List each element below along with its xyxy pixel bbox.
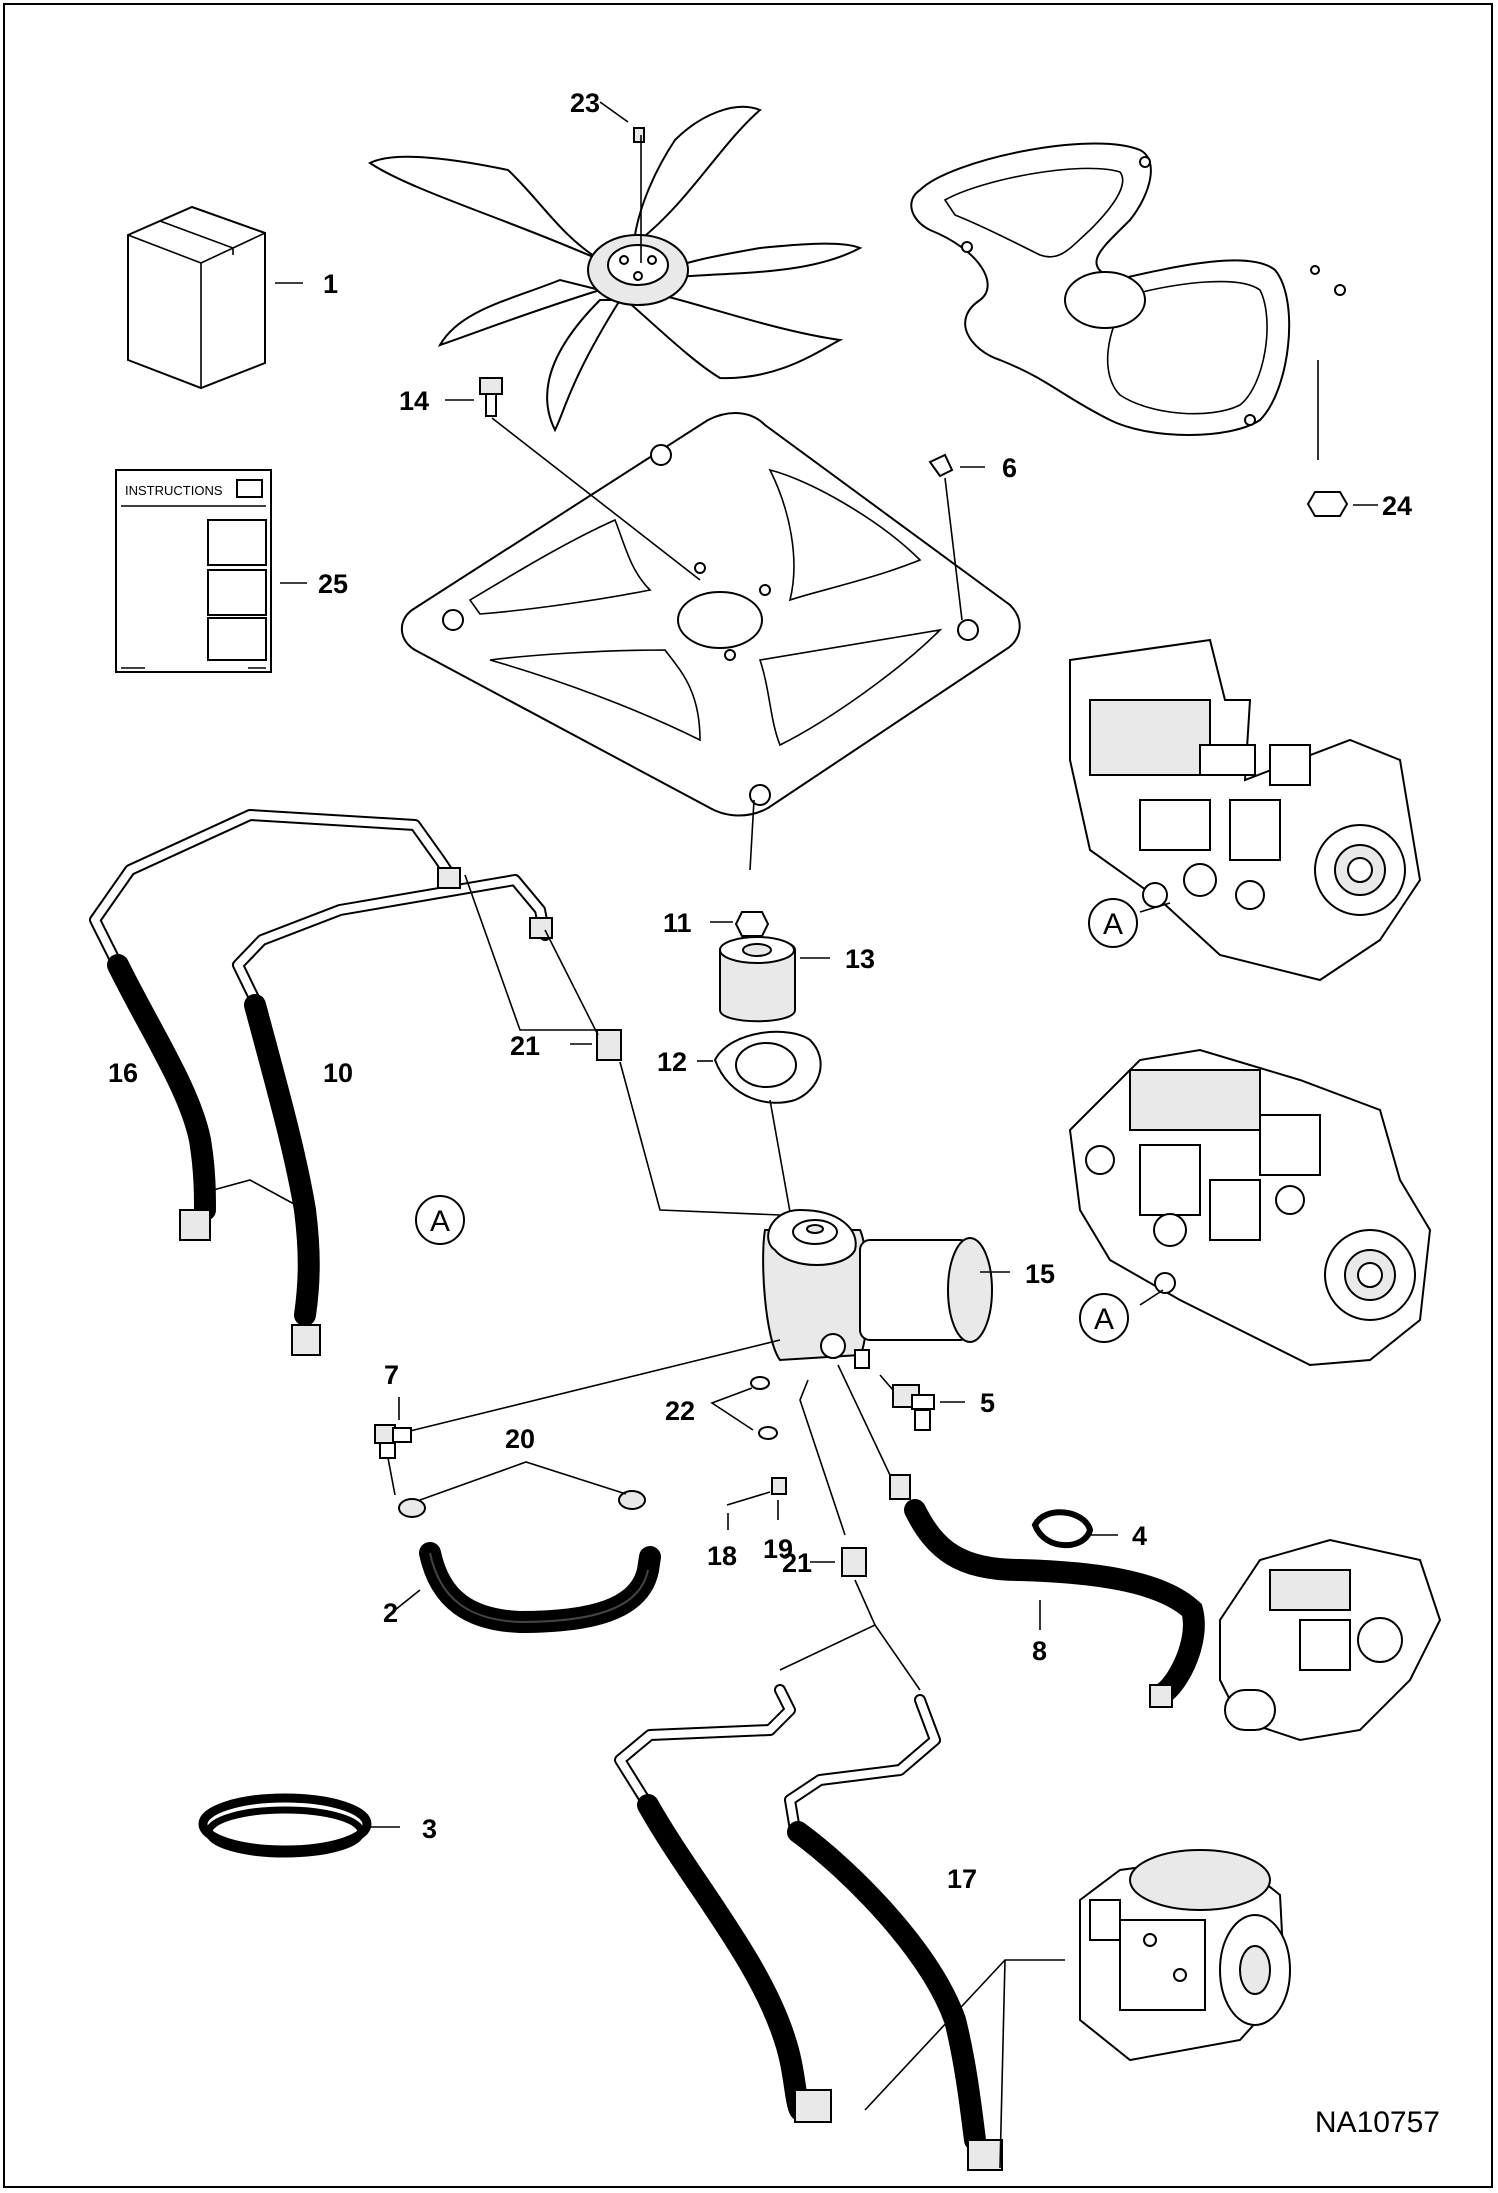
callout-23: 23: [570, 88, 600, 118]
callout-17: 17: [947, 1864, 977, 1894]
part-elbow-7: [374, 1339, 781, 1496]
part-shroud-gasket: [910, 142, 1378, 517]
part-coupler-13: [719, 936, 830, 1023]
part-fan-motor-assembly: [762, 1208, 1010, 1369]
part-hose-8: [837, 1364, 1205, 1708]
callout-21-lower: 21: [782, 1548, 812, 1578]
callout-6: 6: [1002, 453, 1017, 483]
reference-marker-A-middle-pump: A: [1079, 1293, 1129, 1343]
part-fitting-19: [771, 1477, 787, 1520]
part-pin-18: [726, 1491, 771, 1530]
callout-20: 20: [505, 1424, 535, 1454]
svg-text:A: A: [1094, 1303, 1114, 1336]
part-hose-2: [394, 1542, 661, 1634]
part-box: [127, 205, 303, 390]
part-pump-small: [1219, 1538, 1442, 1742]
part-gear-motor: [1079, 1849, 1291, 2062]
part-tube-16: [89, 809, 456, 1221]
reference-marker-A-upper-pump: A: [1088, 898, 1138, 948]
part-fitting-5: [879, 1374, 965, 1431]
callout-5: 5: [980, 1388, 995, 1418]
callout-13: 13: [845, 944, 875, 974]
part-gasket-12: [697, 1030, 822, 1213]
part-washers-22: [710, 1376, 778, 1440]
callout-24: 24: [1382, 491, 1412, 521]
svg-text:A: A: [1103, 908, 1123, 941]
instructions-sheet-title: INSTRUCTIONS: [125, 483, 223, 498]
callout-15: 15: [1025, 1259, 1055, 1289]
part-coil-3: [198, 1793, 400, 1858]
callout-16: 16: [108, 1058, 138, 1088]
part-pump-upper: [1069, 638, 1422, 982]
callout-8: 8: [1032, 1636, 1047, 1666]
part-clamps-20: [398, 1461, 646, 1518]
part-fitting-21-lower: [779, 1379, 1065, 2169]
callout-2: 2: [383, 1598, 398, 1628]
callout-10: 10: [323, 1058, 353, 1088]
part-pump-middle: [1068, 1048, 1432, 1367]
part-hose-fittings-A: [179, 867, 553, 1356]
callout-7: 7: [384, 1360, 399, 1390]
part-tube-9: [614, 1684, 832, 2123]
figure-id: NA10757: [1315, 2106, 1440, 2139]
callout-4: 4: [1132, 1521, 1147, 1551]
part-clip-6: [928, 453, 985, 621]
part-instructions-sheet: INSTRUCTIONS: [115, 469, 307, 673]
reference-marker-A-left: A: [415, 1195, 465, 1245]
part-mounting-plate: [400, 412, 1021, 871]
callout-11: 11: [663, 908, 692, 938]
svg-text:A: A: [430, 1205, 450, 1238]
callout-14: 14: [399, 386, 429, 416]
callout-22: 22: [665, 1396, 695, 1426]
part-clamp-4: [1031, 1509, 1118, 1549]
part-fan-blade: [368, 101, 863, 433]
callout-9: 9: [700, 1881, 715, 1911]
part-tube-10: [232, 874, 551, 1326]
callout-25: 25: [318, 569, 348, 599]
callout-3: 3: [422, 1814, 437, 1844]
callout-1: 1: [323, 269, 338, 299]
callout-18: 18: [707, 1541, 737, 1571]
part-fitting-21-upper: [464, 874, 781, 1216]
part-bolt-14: [445, 377, 701, 581]
callout-19: 19: [763, 1534, 793, 1564]
part-nut-11: [710, 911, 770, 937]
part-tube-17: [784, 1694, 1003, 2171]
callout-12: 12: [657, 1047, 687, 1077]
callout-21-upper: 21: [510, 1031, 540, 1061]
